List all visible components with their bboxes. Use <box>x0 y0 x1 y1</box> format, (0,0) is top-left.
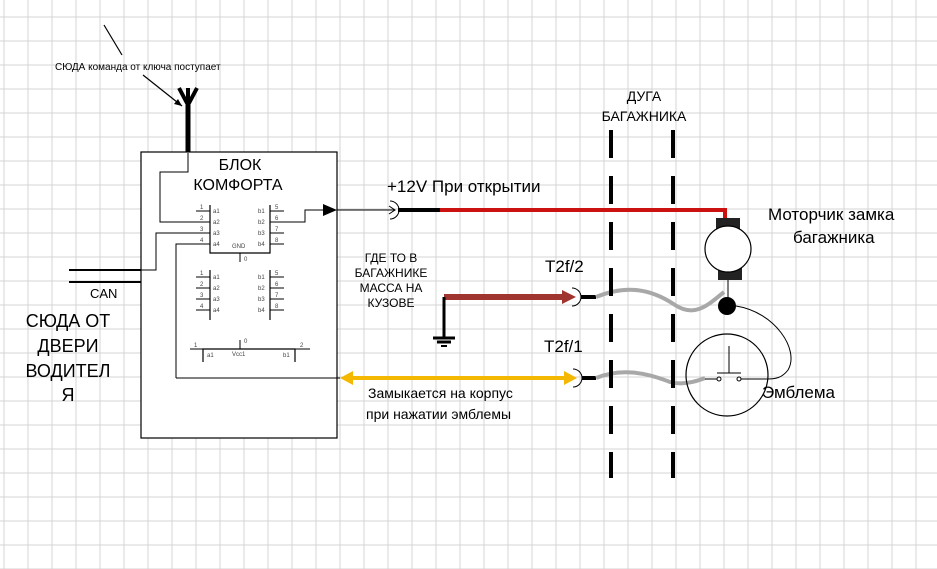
comfort-block <box>140 151 338 439</box>
emblem-circle <box>685 333 769 417</box>
pin-name-left: a4 <box>213 242 220 248</box>
junction-dot <box>718 297 736 315</box>
chip3-left-name: a1 <box>207 353 214 359</box>
ground-icon <box>433 336 455 347</box>
pin-number-left: 1 <box>200 271 204 277</box>
pin-name-right: b2 <box>258 286 265 292</box>
driver-door-line4: Я <box>62 385 75 405</box>
pin-number-right: 7 <box>275 293 279 299</box>
pin-name-left: a4 <box>213 308 220 314</box>
pin-name-left: a3 <box>213 231 220 237</box>
pin-name-right: b2 <box>258 220 265 226</box>
emblem-label: Эмблема <box>762 383 836 402</box>
note-leader-line <box>103 24 123 56</box>
chip3-top-pin: 0 <box>244 339 248 345</box>
chip3-right-name: b1 <box>283 353 290 359</box>
pin-number-left: 4 <box>200 304 204 310</box>
block-title-line1: БЛОК <box>219 157 262 174</box>
pin-number-left: 1 <box>200 205 204 211</box>
yellow-arrow-right <box>564 371 577 385</box>
pin-number-left: 3 <box>200 227 204 233</box>
pin-number-right: 8 <box>275 304 279 310</box>
motor-label-line2: багажника <box>793 228 875 247</box>
emblem-return-wire <box>735 305 792 380</box>
pin-name-right: b1 <box>258 209 265 215</box>
motor-label-line1: Моторчик замка <box>768 205 895 224</box>
key-note-label: СЮДА команда от ключа поступает <box>55 62 221 73</box>
chip3-right-pin: 2 <box>300 343 304 349</box>
t2f2-label: T2f/2 <box>545 257 584 276</box>
push-switch-icon <box>705 346 768 382</box>
chip-2: 1 a1 2 a2 3 a3 4 a4 5 b1 6 b2 7 b3 8 b4 <box>196 270 284 320</box>
driver-door-line3: ВОДИТЕЛ <box>26 361 111 381</box>
plus12v-wire-red <box>440 208 727 218</box>
note-arrow-line <box>142 74 183 107</box>
pin-name-left: a2 <box>213 286 220 292</box>
ground-note-line3: МАССА НА <box>360 281 423 295</box>
pin-name-left: a2 <box>213 220 220 226</box>
ground-note-line4: КУЗОВЕ <box>368 296 415 310</box>
closes-note-line2: при нажатии эмблемы <box>366 406 511 422</box>
chip3-left-pin: 1 <box>194 343 198 349</box>
pin-name-right: b1 <box>258 275 265 281</box>
note-arrow-head <box>174 99 182 106</box>
pin-name-right: b3 <box>258 231 265 237</box>
t2f1-wire-gray <box>595 370 706 386</box>
motor-icon <box>704 218 752 298</box>
t2f2-wire-gray <box>595 287 726 313</box>
pin-number-left: 4 <box>200 238 204 244</box>
antenna-wire <box>159 153 210 223</box>
driver-door-line2: ДВЕРИ <box>37 336 98 356</box>
pin-name-right: b4 <box>258 308 265 314</box>
can-label: CAN <box>90 286 117 301</box>
t2f1-label: T2f/1 <box>544 337 583 356</box>
closes-note-line1: Замыкается на корпус <box>368 385 513 401</box>
pin-number-left: 2 <box>200 216 204 222</box>
ground-note-line2: БАГАЖНИКЕ <box>355 266 428 280</box>
pin-name-left: a3 <box>213 297 220 303</box>
chip1-gnd-pin: 0 <box>244 257 248 263</box>
pin-number-right: 8 <box>275 238 279 244</box>
chip-1: 1 a1 2 a2 3 a3 4 a4 5 b1 6 b2 7 b3 8 b4 GND 0 <box>196 205 284 263</box>
yellow-arrow-left <box>340 371 353 385</box>
arc-label-line2: БАГАЖНИКА <box>602 108 687 124</box>
pin-name-left: a1 <box>213 275 220 281</box>
block-title-line2: КОМФОРТА <box>193 177 283 194</box>
pin-name-left: a1 <box>213 209 220 215</box>
pin-number-right: 6 <box>275 216 279 222</box>
plus12v-label: +12V При открытии <box>387 177 541 196</box>
connector-arrow <box>388 205 396 215</box>
chip1-gnd: GND <box>232 244 246 250</box>
chip3-center: Vcc1 <box>232 352 246 358</box>
arc-label-line1: ДУГА <box>627 88 662 104</box>
driver-door-line1: СЮДА ОТ <box>26 311 111 331</box>
pin-number-right: 5 <box>275 271 279 277</box>
pin-name-right: b4 <box>258 242 265 248</box>
pin-number-left: 2 <box>200 282 204 288</box>
pin-number-left: 3 <box>200 293 204 299</box>
pin-number-right: 5 <box>275 205 279 211</box>
chip-3: 1 a1 Vcc1 b1 2 0 <box>190 339 310 362</box>
ground-note-line1: ГДЕ ТО В <box>365 251 418 265</box>
output-wire <box>270 209 325 223</box>
pin-name-right: b3 <box>258 297 265 303</box>
antenna-icon <box>177 87 199 153</box>
pin-number-right: 6 <box>275 282 279 288</box>
ground-wire-arrow <box>562 290 576 304</box>
pin-number-right: 7 <box>275 227 279 233</box>
output-arrow-icon <box>323 204 337 216</box>
